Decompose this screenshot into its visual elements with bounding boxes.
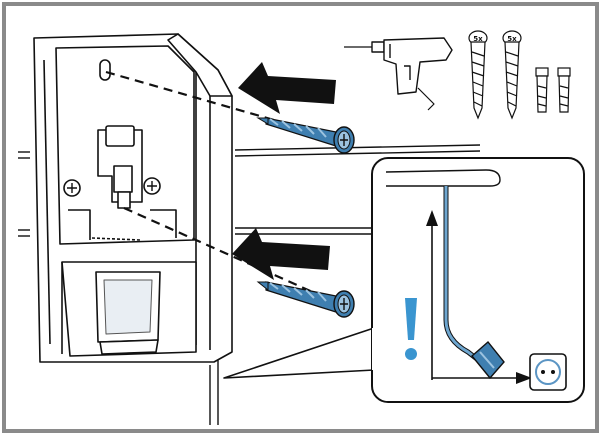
drill-icon bbox=[344, 37, 453, 111]
screw-label-right: 5x bbox=[507, 35, 517, 43]
wall-lines bbox=[18, 144, 481, 425]
screw-icon: 5x bbox=[502, 30, 522, 120]
wall-holder bbox=[33, 33, 233, 363]
wall-socket-icon bbox=[529, 353, 567, 391]
screw-icon: 5x bbox=[468, 30, 488, 120]
wall-plug-icon bbox=[535, 67, 549, 113]
warning-exclamation-icon bbox=[405, 298, 417, 360]
mounting-slot bbox=[99, 59, 111, 81]
wall-plug-icon bbox=[557, 67, 571, 113]
screw-upper bbox=[256, 117, 355, 154]
power-plug-icon bbox=[471, 340, 505, 380]
screw-lower bbox=[256, 281, 355, 318]
screw-label-left: 5x bbox=[473, 35, 483, 43]
detail-callout bbox=[371, 157, 585, 403]
push-arrow-bottom bbox=[232, 228, 330, 280]
push-arrow-top bbox=[238, 62, 336, 114]
